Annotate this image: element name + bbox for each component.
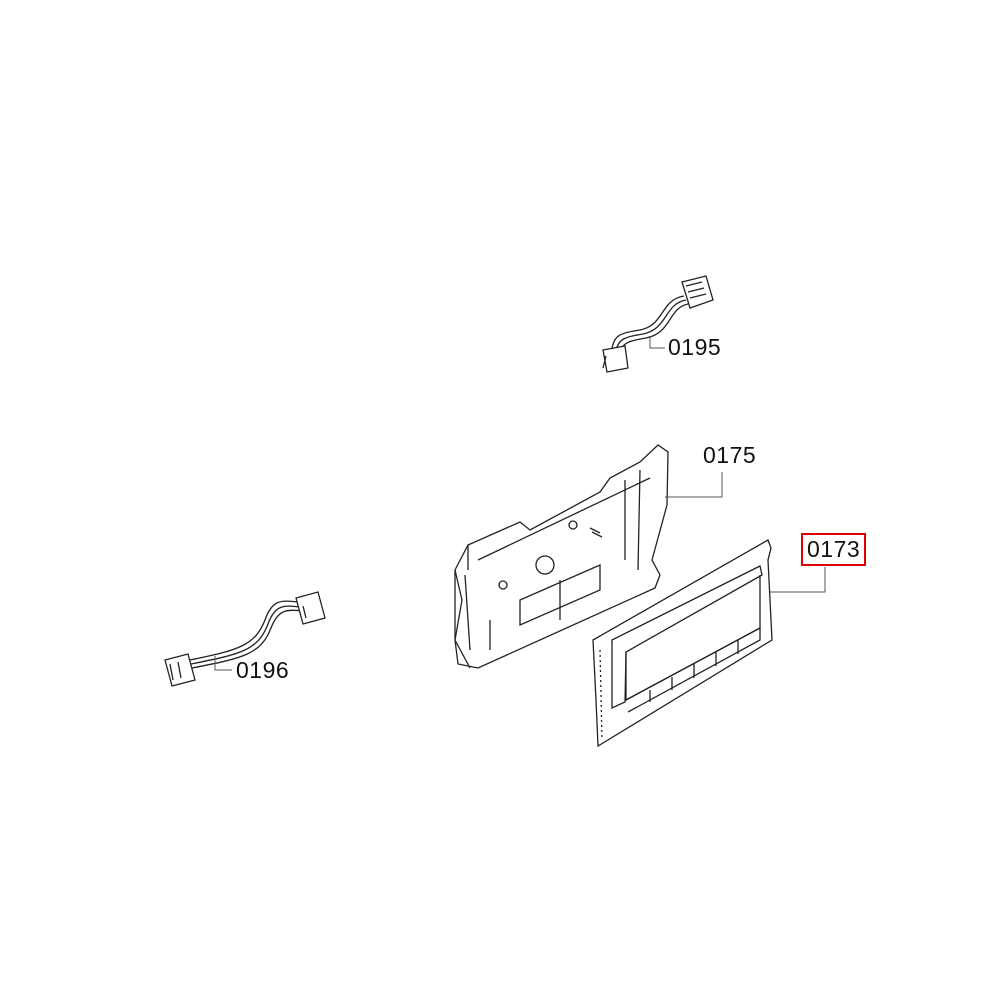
part-label-0196[interactable]: 0196 — [236, 657, 290, 683]
leader-line-0175 — [665, 472, 723, 498]
wire-harness-0196[interactable] — [164, 591, 326, 687]
leader-line-0173 — [770, 567, 826, 593]
leader-line-0196 — [214, 656, 232, 671]
wire-harness-0195[interactable] — [602, 275, 714, 373]
part-label-0175[interactable]: 0175 — [703, 442, 757, 468]
part-label-0195[interactable]: 0195 — [668, 334, 722, 360]
leader-line-0195 — [649, 336, 665, 349]
part-label-0173-highlighted[interactable]: 0173 — [801, 533, 867, 566]
mounting-frame-0175[interactable] — [454, 444, 669, 669]
control-board-0173[interactable] — [592, 539, 773, 748]
